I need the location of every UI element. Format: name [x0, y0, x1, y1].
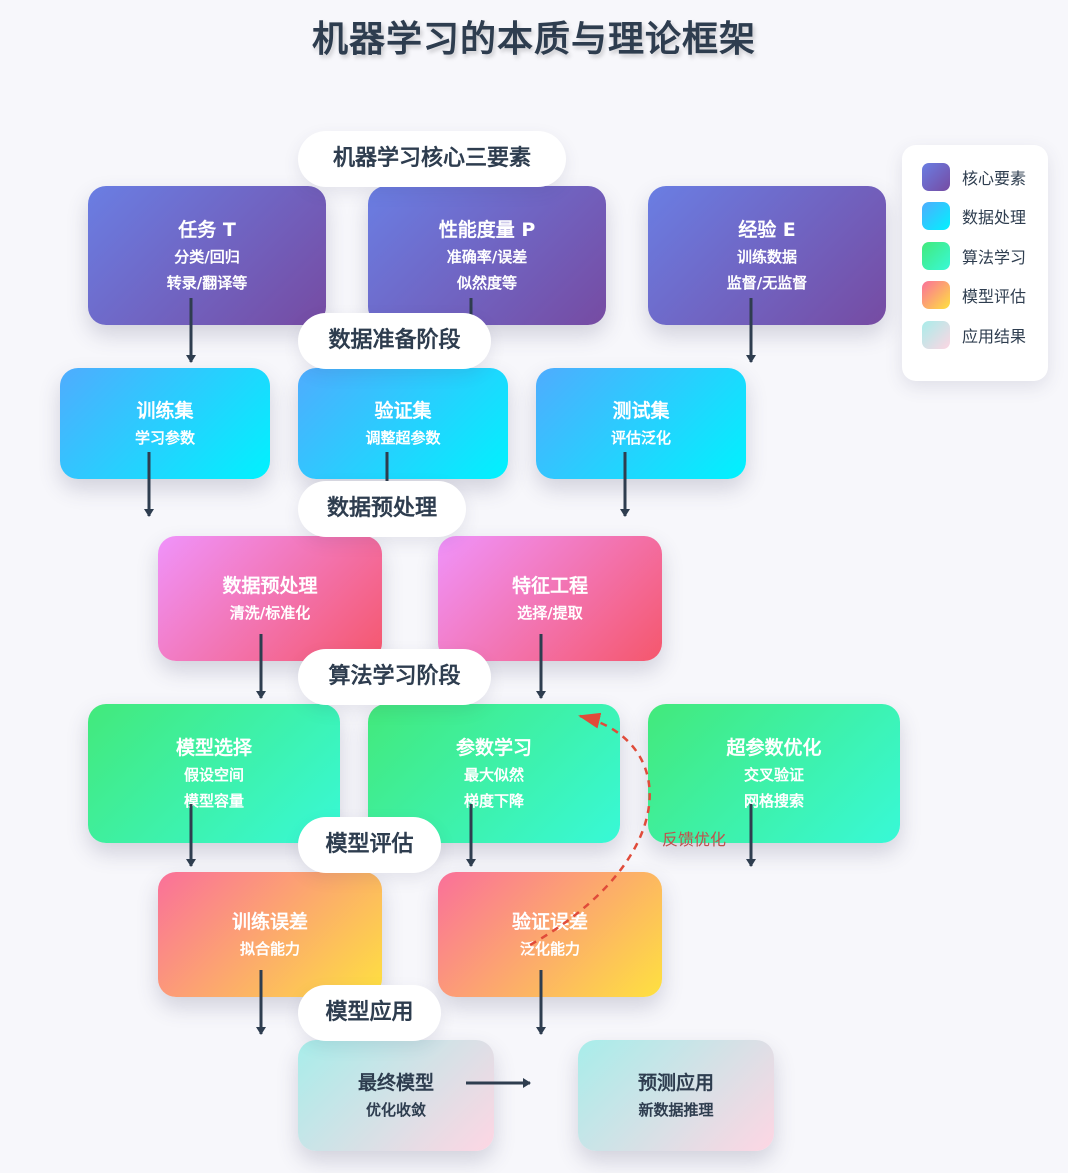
box-training-error: 训练误差 拟合能力: [158, 872, 382, 997]
box-val-set-line1: 调整超参数: [365, 428, 441, 447]
box-model-selection: 模型选择 假设空间 模型容量: [88, 704, 340, 843]
legend-label-evaluation: 模型评估: [962, 287, 1027, 307]
box-performance: 性能度量 P 准确率/误差 似然度等: [368, 186, 606, 325]
box-test-set: 测试集 评估泛化: [536, 368, 746, 479]
box-feature-engineering-title: 特征工程: [511, 574, 588, 597]
legend-swatch-data: [922, 202, 950, 231]
box-performance-line1: 准确率/误差: [446, 247, 528, 266]
legend-label-application: 应用结果: [962, 326, 1027, 346]
stage-label-data-prep: 数据准备阶段: [298, 313, 491, 369]
box-parameter-learning-line1: 最大似然: [463, 765, 524, 784]
box-parameter-learning-line2: 梯度下降: [463, 791, 524, 810]
box-validation-error: 验证误差 泛化能力: [438, 872, 662, 997]
box-val-set: 验证集 调整超参数: [298, 368, 508, 479]
legend-label-data: 数据处理: [962, 208, 1027, 228]
box-prediction-application-title: 预测应用: [637, 1071, 714, 1094]
box-val-set-title: 验证集: [374, 399, 432, 422]
box-experience-title: 经验 E: [738, 218, 796, 241]
feedback-label: 反馈优化: [662, 830, 727, 849]
box-task-title: 任务 T: [178, 218, 236, 241]
stage-label-preprocess: 数据预处理: [298, 481, 466, 537]
box-training-error-line1: 拟合能力: [239, 939, 300, 958]
legend-item-algorithm: 算法学习: [922, 241, 1048, 270]
box-validation-error-line1: 泛化能力: [519, 939, 580, 958]
box-feature-engineering-line1: 选择/提取: [517, 603, 583, 622]
box-training-error-title: 训练误差: [231, 910, 308, 933]
box-experience-line2: 监督/无监督: [726, 273, 808, 292]
page-title: 机器学习的本质与理论框架: [311, 19, 756, 60]
box-preprocessing-line1: 清洗/标准化: [229, 603, 311, 622]
box-experience: 经验 E 训练数据 监督/无监督: [648, 186, 886, 325]
legend-item-data: 数据处理: [922, 202, 1048, 231]
box-train-set-title: 训练集: [136, 399, 194, 422]
box-hyperparameter-optimization-line1: 交叉验证: [743, 765, 804, 784]
box-experience-line1: 训练数据: [736, 247, 797, 266]
box-final-model-line1: 优化收敛: [365, 1100, 426, 1119]
box-test-set-line1: 评估泛化: [610, 428, 671, 447]
box-train-set-line1: 学习参数: [134, 428, 195, 447]
stage-label-application: 模型应用: [298, 985, 441, 1041]
legend-label-core: 核心要素: [962, 169, 1027, 188]
legend-item-application: 应用结果: [922, 320, 1048, 349]
box-task: 任务 T 分类/回归 转录/翻译等: [88, 186, 326, 325]
box-parameter-learning-title: 参数学习: [455, 736, 532, 759]
legend-swatch-core: [922, 163, 950, 191]
legend: 核心要素 数据处理 算法学习 模型评估 应用结果: [902, 145, 1048, 381]
box-performance-line2: 似然度等: [456, 273, 517, 292]
box-hyperparameter-optimization: 超参数优化 交叉验证 网格搜索: [648, 704, 900, 843]
box-feature-engineering: 特征工程 选择/提取: [438, 536, 662, 661]
box-model-selection-title: 模型选择: [175, 736, 252, 759]
box-hyperparameter-optimization-line2: 网格搜索: [743, 791, 804, 810]
legend-item-evaluation: 模型评估: [922, 281, 1048, 310]
box-final-model-title: 最终模型: [357, 1071, 434, 1094]
box-test-set-title: 测试集: [612, 399, 670, 422]
box-model-selection-line2: 模型容量: [183, 791, 244, 810]
stage-label-core: 机器学习核心三要素: [298, 131, 566, 187]
box-preprocessing: 数据预处理 清洗/标准化: [158, 536, 382, 661]
legend-label-algorithm: 算法学习: [962, 247, 1027, 267]
box-final-model: 最终模型 优化收敛: [298, 1040, 494, 1151]
box-hyperparameter-optimization-title: 超参数优化: [726, 736, 822, 759]
box-performance-title: 性能度量 P: [438, 218, 536, 241]
box-prediction-application-line1: 新数据推理: [638, 1100, 714, 1119]
stage-label-algorithm: 算法学习阶段: [298, 649, 491, 705]
box-validation-error-title: 验证误差: [511, 910, 588, 933]
box-train-set: 训练集 学习参数: [60, 368, 270, 479]
legend-swatch-algorithm: [922, 241, 950, 270]
box-preprocessing-title: 数据预处理: [222, 574, 318, 597]
box-task-line2: 转录/翻译等: [166, 273, 248, 292]
legend-swatch-application: [922, 320, 950, 349]
legend-swatch-evaluation: [922, 281, 950, 310]
box-prediction-application: 预测应用 新数据推理: [578, 1040, 774, 1151]
box-model-selection-line1: 假设空间: [183, 765, 244, 784]
legend-item-core: 核心要素: [922, 163, 1048, 191]
stage-label-evaluation: 模型评估: [298, 817, 441, 873]
box-task-line1: 分类/回归: [174, 247, 240, 266]
